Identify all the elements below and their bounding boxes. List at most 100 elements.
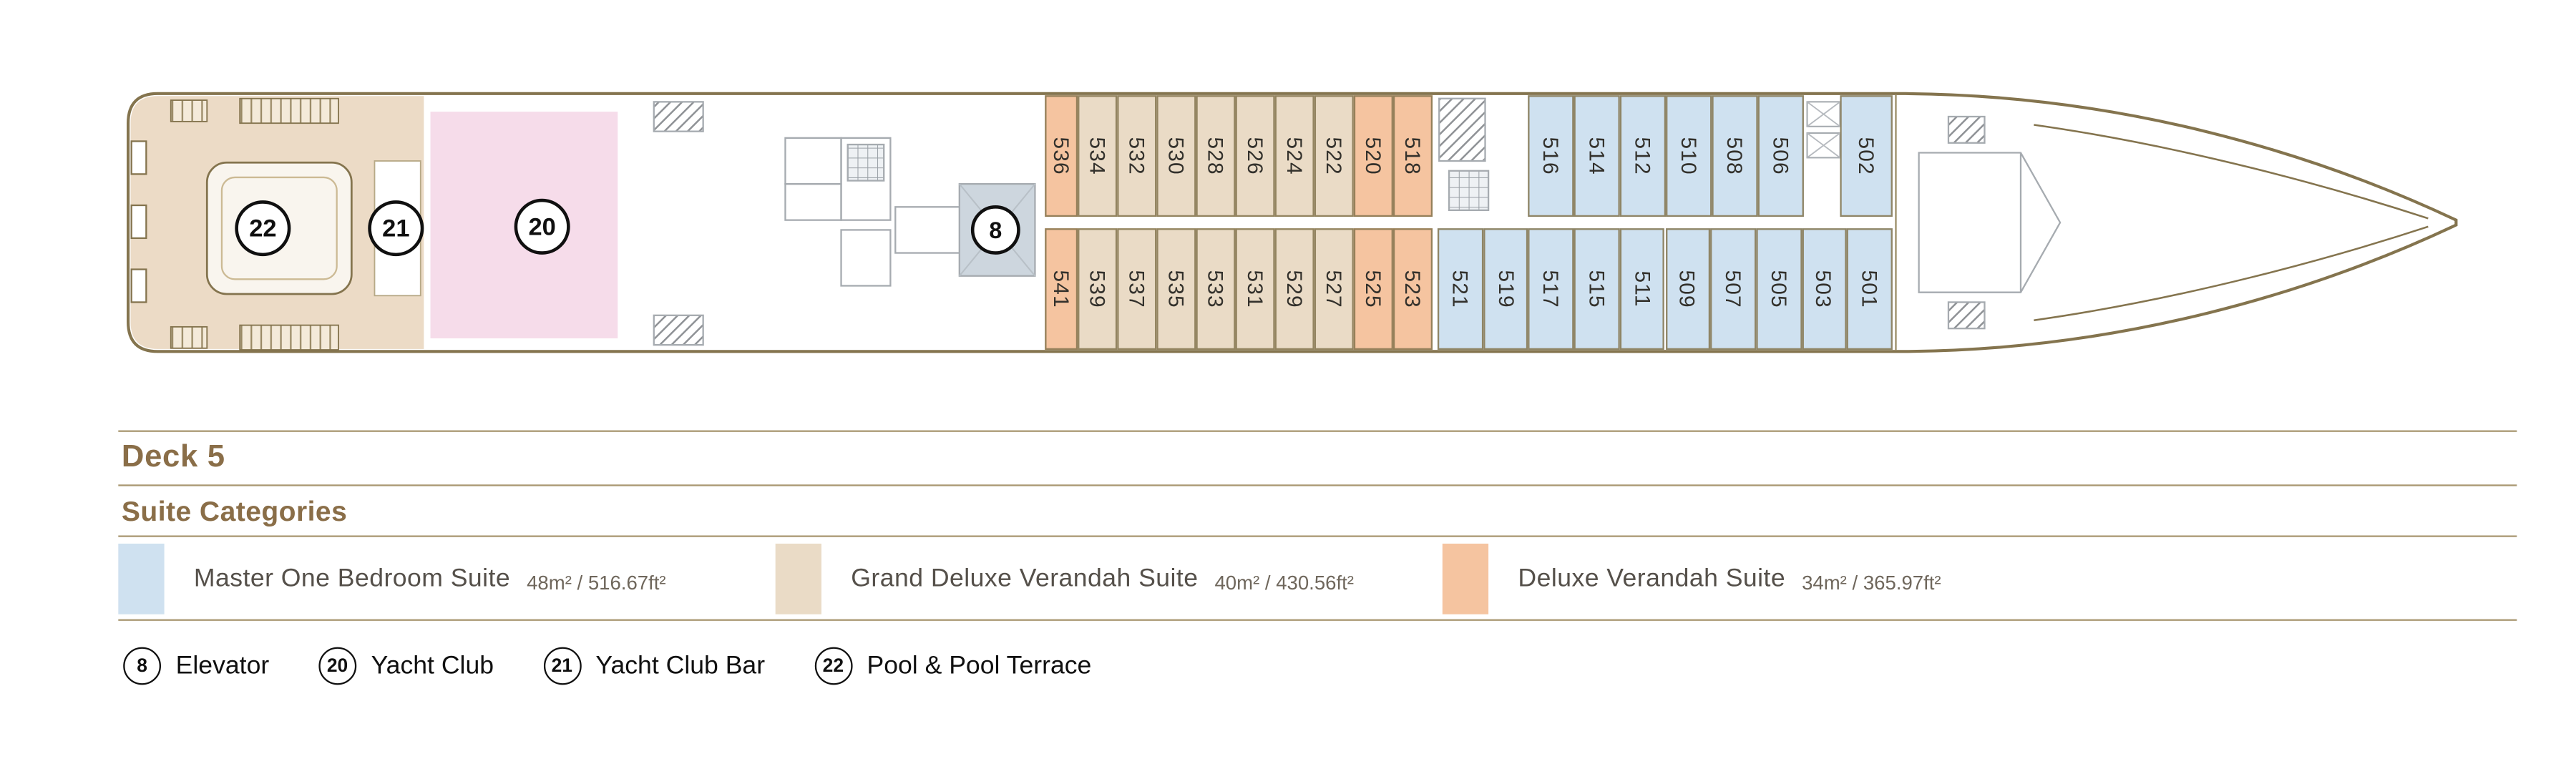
- cabin-529: 529: [1274, 228, 1314, 351]
- cabin-531: 531: [1235, 228, 1275, 351]
- midship-stairs: [1438, 97, 1490, 212]
- legend-size: 40m² / 430.56ft²: [1214, 570, 1354, 594]
- cabin-number: 512: [1630, 137, 1656, 175]
- amenity-legend: 8 Elevator 20 Yacht Club 21 Yacht Club B…: [123, 647, 1091, 685]
- cabin-number: 528: [1203, 137, 1229, 175]
- amenity-pool-terrace: 22 Pool & Pool Terrace: [814, 647, 1091, 685]
- cabin-509: 509: [1664, 228, 1711, 351]
- amenity-yacht-club-bar: 21 Yacht Club Bar: [542, 647, 766, 685]
- cabin-511: 511: [1619, 228, 1665, 351]
- sun-loungers: [170, 97, 339, 351]
- cabin-502: 502: [1840, 95, 1893, 217]
- cabin-501: 501: [1847, 228, 1893, 351]
- divider: [118, 484, 2517, 486]
- legend-label: Master One Bedroom Suite: [193, 564, 511, 592]
- cabin-526: 526: [1235, 95, 1275, 217]
- cabin-number: 519: [1493, 270, 1518, 308]
- cabin-508: 508: [1712, 95, 1758, 217]
- cabin-533: 533: [1196, 228, 1236, 351]
- cabin-532: 532: [1117, 95, 1157, 217]
- stern-platform-steps: [130, 140, 147, 303]
- legend-label: Deluxe Verandah Suite: [1518, 564, 1786, 592]
- cabin-number: 524: [1282, 137, 1307, 175]
- cabin-number: 530: [1163, 137, 1189, 175]
- amenity-label: Yacht Club: [371, 651, 494, 680]
- cabin-536: 536: [1045, 95, 1078, 217]
- amenity-number-badge: 22: [814, 647, 852, 685]
- cabin-524: 524: [1274, 95, 1314, 217]
- cabin-number: 529: [1282, 270, 1307, 308]
- cabin-number: 539: [1085, 270, 1110, 308]
- deck-title: Deck 5: [121, 440, 225, 475]
- cabin-number: 511: [1629, 270, 1655, 308]
- cabin-number: 534: [1085, 137, 1110, 175]
- bow-stairs: [1947, 115, 1986, 330]
- cabin-number: 510: [1676, 137, 1702, 175]
- amenity-elevator: 8 Elevator: [123, 647, 269, 685]
- cabin-number: 518: [1400, 137, 1425, 175]
- pool-inner-edge: [220, 176, 338, 280]
- cabin-525: 525: [1353, 228, 1393, 351]
- cabin-510: 510: [1666, 95, 1712, 217]
- cabin-number: 506: [1768, 137, 1793, 175]
- cabin-number: 526: [1242, 137, 1268, 175]
- legend-item-grand-deluxe-suite: Grand Deluxe Verandah Suite 40m² / 430.5…: [775, 543, 1354, 614]
- cabin-515: 515: [1574, 228, 1620, 351]
- cabin-number: 520: [1361, 137, 1386, 175]
- ship-plan: 536 534 532 530 528 526 524 522 520 518 516 514 512 5…: [127, 92, 2458, 353]
- legend-swatch-grand-deluxe: [775, 543, 821, 614]
- forward-lockers: [1806, 101, 1841, 159]
- cabin-541: 541: [1045, 228, 1078, 351]
- cabin-number: 536: [1048, 137, 1074, 175]
- cabin-505: 505: [1756, 228, 1802, 351]
- cabin-530: 530: [1156, 95, 1196, 217]
- cabin-number: 527: [1322, 270, 1347, 308]
- cabin-519: 519: [1483, 228, 1529, 351]
- aft-stairs: [653, 101, 704, 346]
- legend-size: 48m² / 516.67ft²: [527, 570, 666, 594]
- cabin-number: 514: [1584, 137, 1609, 175]
- cabin-520: 520: [1353, 95, 1393, 217]
- plan-marker-elevator: 8: [970, 205, 1020, 255]
- cabin-number: 522: [1322, 137, 1347, 175]
- amenity-number-badge: 20: [318, 647, 356, 685]
- cabin-528: 528: [1196, 95, 1236, 217]
- cabin-number: 523: [1400, 270, 1425, 308]
- cabin-518: 518: [1392, 95, 1433, 217]
- divider: [118, 430, 2517, 432]
- cabin-number: 509: [1675, 270, 1700, 308]
- cabin-512: 512: [1619, 95, 1667, 217]
- cabin-number: 535: [1163, 270, 1189, 308]
- plan-marker-yacht-club: 20: [514, 198, 570, 255]
- amenity-label: Yacht Club Bar: [595, 651, 766, 680]
- cabin-507: 507: [1710, 228, 1757, 351]
- legend-item-deluxe-verandah-suite: Deluxe Verandah Suite 34m² / 365.97ft²: [1442, 543, 1941, 614]
- cabin-number: 532: [1124, 137, 1149, 175]
- cabin-522: 522: [1314, 95, 1354, 217]
- amenity-yacht-club: 20 Yacht Club: [318, 647, 494, 685]
- cabin-514: 514: [1574, 95, 1620, 217]
- cabin-number: 517: [1538, 270, 1564, 308]
- amenity-label: Pool & Pool Terrace: [867, 651, 1092, 680]
- cabin-503: 503: [1801, 228, 1848, 351]
- legend-item-master-suite: Master One Bedroom Suite 48m² / 516.67ft…: [118, 543, 666, 614]
- legend-size: 34m² / 365.97ft²: [1802, 570, 1941, 594]
- cabin-number: 503: [1812, 270, 1837, 308]
- cabin-number: 508: [1722, 137, 1747, 175]
- bow-lounge: [1918, 152, 2062, 293]
- plan-marker-yacht-club-bar: 21: [368, 200, 424, 257]
- bow-deck-lines: [2034, 124, 2429, 321]
- legend-swatch-master: [118, 543, 165, 614]
- cabin-number: 521: [1448, 270, 1473, 308]
- cabin-number: 537: [1124, 270, 1149, 308]
- cabin-number: 516: [1538, 137, 1563, 175]
- cabin-number: 515: [1584, 270, 1609, 308]
- cabin-537: 537: [1117, 228, 1157, 351]
- cabin-516: 516: [1528, 95, 1574, 217]
- divider: [118, 619, 2517, 621]
- cabin-number: 525: [1361, 270, 1386, 308]
- cabin-number: 501: [1857, 270, 1883, 308]
- cabin-527: 527: [1314, 228, 1354, 351]
- cabin-506: 506: [1757, 95, 1804, 217]
